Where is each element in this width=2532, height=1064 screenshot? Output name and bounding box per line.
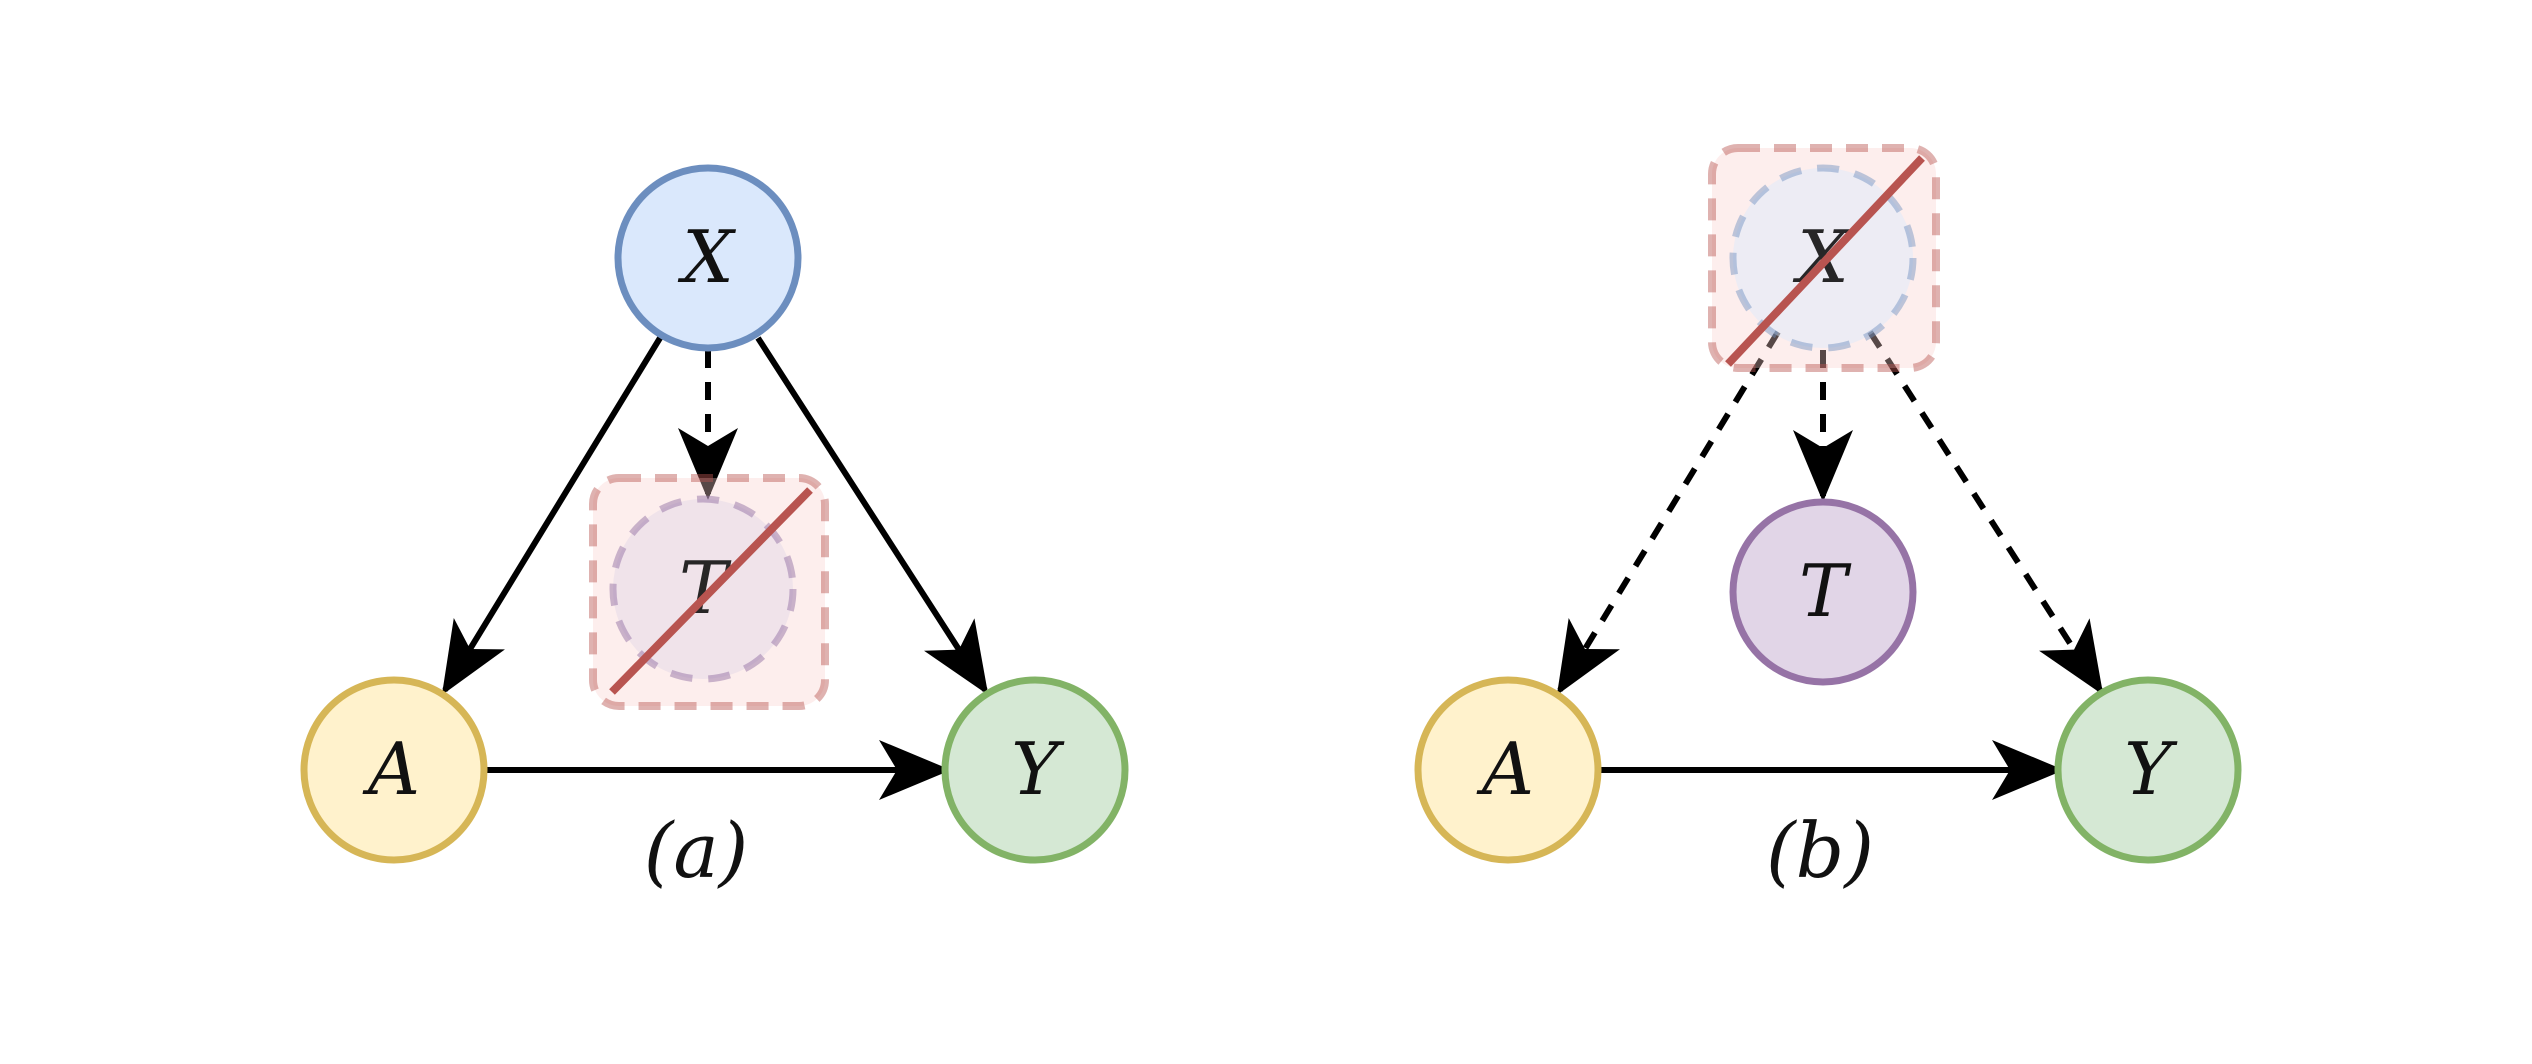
- node-a-A: A: [300, 676, 488, 864]
- node-b-A: A: [1414, 676, 1602, 864]
- caption-a: (a): [644, 806, 749, 895]
- strike-line-a: [609, 487, 813, 695]
- node-a-X-label: X: [677, 215, 736, 299]
- node-b-Y-label: Y: [2124, 727, 2178, 811]
- edge-a-X-to-Y: [755, 336, 989, 696]
- node-b-Y: Y: [2054, 676, 2242, 864]
- caption-b: (b): [1766, 806, 1874, 895]
- node-a-Y-label: Y: [1011, 727, 1065, 811]
- edge-b-X-to-A: [1556, 330, 1781, 696]
- node-b-T: T: [1729, 498, 1917, 686]
- node-a-A-label: A: [362, 727, 420, 811]
- edge-b-X-to-Y: [1867, 330, 2104, 696]
- panel-b: X T A Y (b): [1414, 144, 2242, 895]
- node-a-T: T: [589, 474, 829, 710]
- node-b-A-label: A: [1476, 727, 1534, 811]
- node-b-X: X: [1708, 144, 1940, 372]
- edge-a-X-to-A: [441, 336, 663, 696]
- panel-a: X T A Y (a): [300, 164, 1129, 895]
- node-b-T-label: T: [1799, 549, 1852, 633]
- strike-line-b: [1725, 155, 1925, 367]
- node-a-Y: Y: [941, 676, 1129, 864]
- node-a-X: X: [614, 164, 802, 352]
